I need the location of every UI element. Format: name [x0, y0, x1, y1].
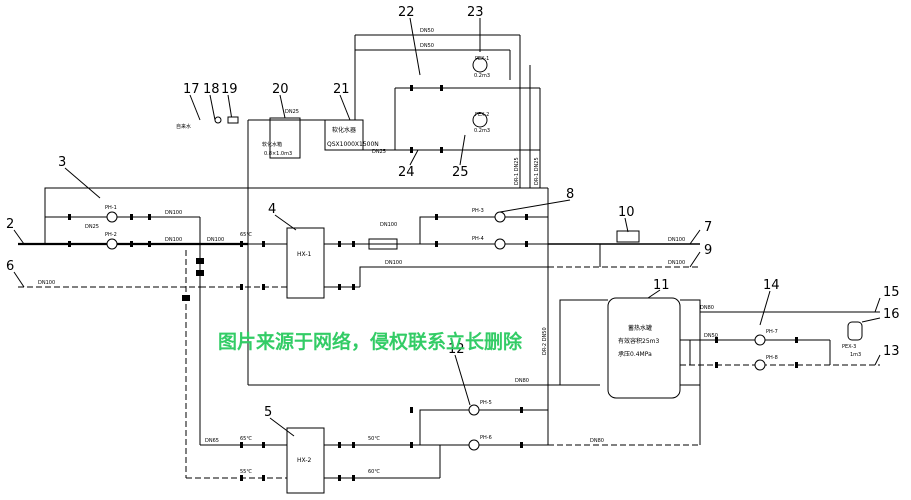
pump-ph3-label: PH-3 [472, 208, 484, 214]
pipe-dn80-a: DN80 [515, 378, 529, 384]
pipe-dn80-c: DN80 [700, 305, 714, 311]
storage-volume: 有效容积25m3 [618, 337, 659, 345]
storage-pressure: 承压0.4MPa [618, 350, 652, 358]
hx2-label: HX-2 [297, 457, 311, 464]
temp-65-a: 65℃ [240, 232, 252, 238]
callout-16: 16 [883, 307, 900, 322]
pump-ph6 [468, 439, 480, 451]
callout-11: 11 [653, 278, 670, 293]
pump-ph8 [754, 359, 766, 371]
tank-label: 软化水箱 [262, 141, 282, 148]
vertical-dr2: DR-1 DN25 [534, 157, 540, 185]
pump-ph3 [494, 211, 506, 223]
softener-unit [324, 119, 364, 151]
pex3-label: PEX-3 [842, 344, 856, 350]
pump-ph1 [106, 211, 118, 223]
pex1-vessel [472, 57, 488, 73]
pipe-dn50-a: DN50 [420, 43, 434, 49]
pipe-dn65: DN65 [205, 438, 219, 444]
pipe-dn100-c: DN100 [207, 237, 224, 243]
callout-25: 25 [452, 165, 469, 180]
pipe-dn25-b: DN25 [285, 109, 299, 115]
callout-7: 7 [704, 220, 712, 235]
temp-50: 50℃ [368, 436, 380, 442]
pipe-dn80-b: DN80 [590, 438, 604, 444]
callout-18: 18 [203, 82, 220, 97]
storage-tank [607, 297, 681, 399]
temp-60: 60℃ [368, 469, 380, 475]
ph1-loop [44, 187, 548, 244]
callout-21: 21 [333, 82, 350, 97]
pipe-dn100-f: DN100 [668, 237, 685, 243]
pump-ph8-label: PH-8 [766, 355, 778, 361]
pump-ph1-label: PH-1 [105, 205, 117, 211]
pipe-dn100-d: DN100 [385, 260, 402, 266]
supply-label: 自来水 [176, 123, 191, 130]
callout-10: 10 [618, 205, 635, 220]
pex2-vessel [472, 112, 488, 128]
vertical-dr3: DR-2 DN50 [542, 327, 548, 355]
device-18 [214, 116, 222, 124]
pipe-dn100-b: DN100 [165, 237, 182, 243]
filter-element [368, 238, 398, 250]
pex3-vessel [847, 321, 863, 341]
pump-ph7-label: PH-7 [766, 329, 778, 335]
flowmeter-10 [616, 230, 640, 243]
hx2-box [286, 427, 325, 494]
pump-ph5 [468, 404, 480, 416]
pump-ph2 [106, 238, 118, 250]
hx1-box [286, 227, 325, 299]
callout-20: 20 [272, 82, 289, 97]
pump-ph2-label: PH-2 [105, 232, 117, 238]
temp-55-a: 55℃ [240, 469, 252, 475]
callout-24: 24 [398, 165, 415, 180]
pump-ph4-label: PH-4 [472, 236, 484, 242]
vertical-dr1: DR-1 DN25 [514, 157, 520, 185]
device-model: QSX1000X1500N [327, 141, 379, 148]
device-label: 软化水器 [332, 126, 356, 134]
pump-ph4 [494, 238, 506, 250]
callout-23: 23 [467, 5, 484, 20]
hx1-label: HX-1 [297, 251, 311, 258]
pex1-label: PEX-1 [475, 56, 489, 62]
pump-ph6-label: PH-6 [480, 435, 492, 441]
callout-17: 17 [183, 82, 200, 97]
pipe-dn100-a: DN100 [165, 210, 182, 216]
callout-8: 8 [566, 187, 574, 202]
callout-2: 2 [6, 217, 14, 232]
tank-size: 0.8×1.0m3 [264, 151, 292, 157]
pex2-label: PEX-2 [475, 112, 489, 118]
watermark: 图片来源于网络，侵权联系立长删除 [218, 330, 523, 353]
pex2-vol: 0.2m3 [474, 128, 490, 134]
callout-3: 3 [58, 155, 66, 170]
pipe-dn50-b: DN50 [420, 28, 434, 34]
callout-9: 9 [704, 243, 712, 258]
pex3-vol: 1m3 [850, 352, 861, 358]
pipe-dn25-c: DN25 [372, 149, 386, 155]
pipe-dn25-a: DN25 [85, 224, 99, 230]
temp-65-b: 65℃ [240, 436, 252, 442]
storage-title: 蓄热水罐 [628, 324, 652, 332]
callout-14: 14 [763, 278, 780, 293]
callout-5: 5 [264, 405, 272, 420]
callout-22: 22 [398, 5, 415, 20]
callout-19: 19 [221, 82, 238, 97]
pipe-dn50-c: DN50 [704, 333, 718, 339]
device-19 [227, 116, 239, 124]
pipe-dn100-e: DN100 [380, 222, 397, 228]
pipe-dn100-g: DN100 [668, 260, 685, 266]
pex1-vol: 0.2m3 [474, 73, 490, 79]
callout-13: 13 [883, 344, 900, 359]
pump-ph7 [754, 334, 766, 346]
callout-4: 4 [268, 202, 276, 217]
callout-6: 6 [6, 259, 14, 274]
callout-12: 12 [448, 342, 465, 357]
pipe-dn100-h: DN100 [38, 280, 55, 286]
callout-15: 15 [883, 285, 900, 300]
pump-ph5-label: PH-5 [480, 400, 492, 406]
